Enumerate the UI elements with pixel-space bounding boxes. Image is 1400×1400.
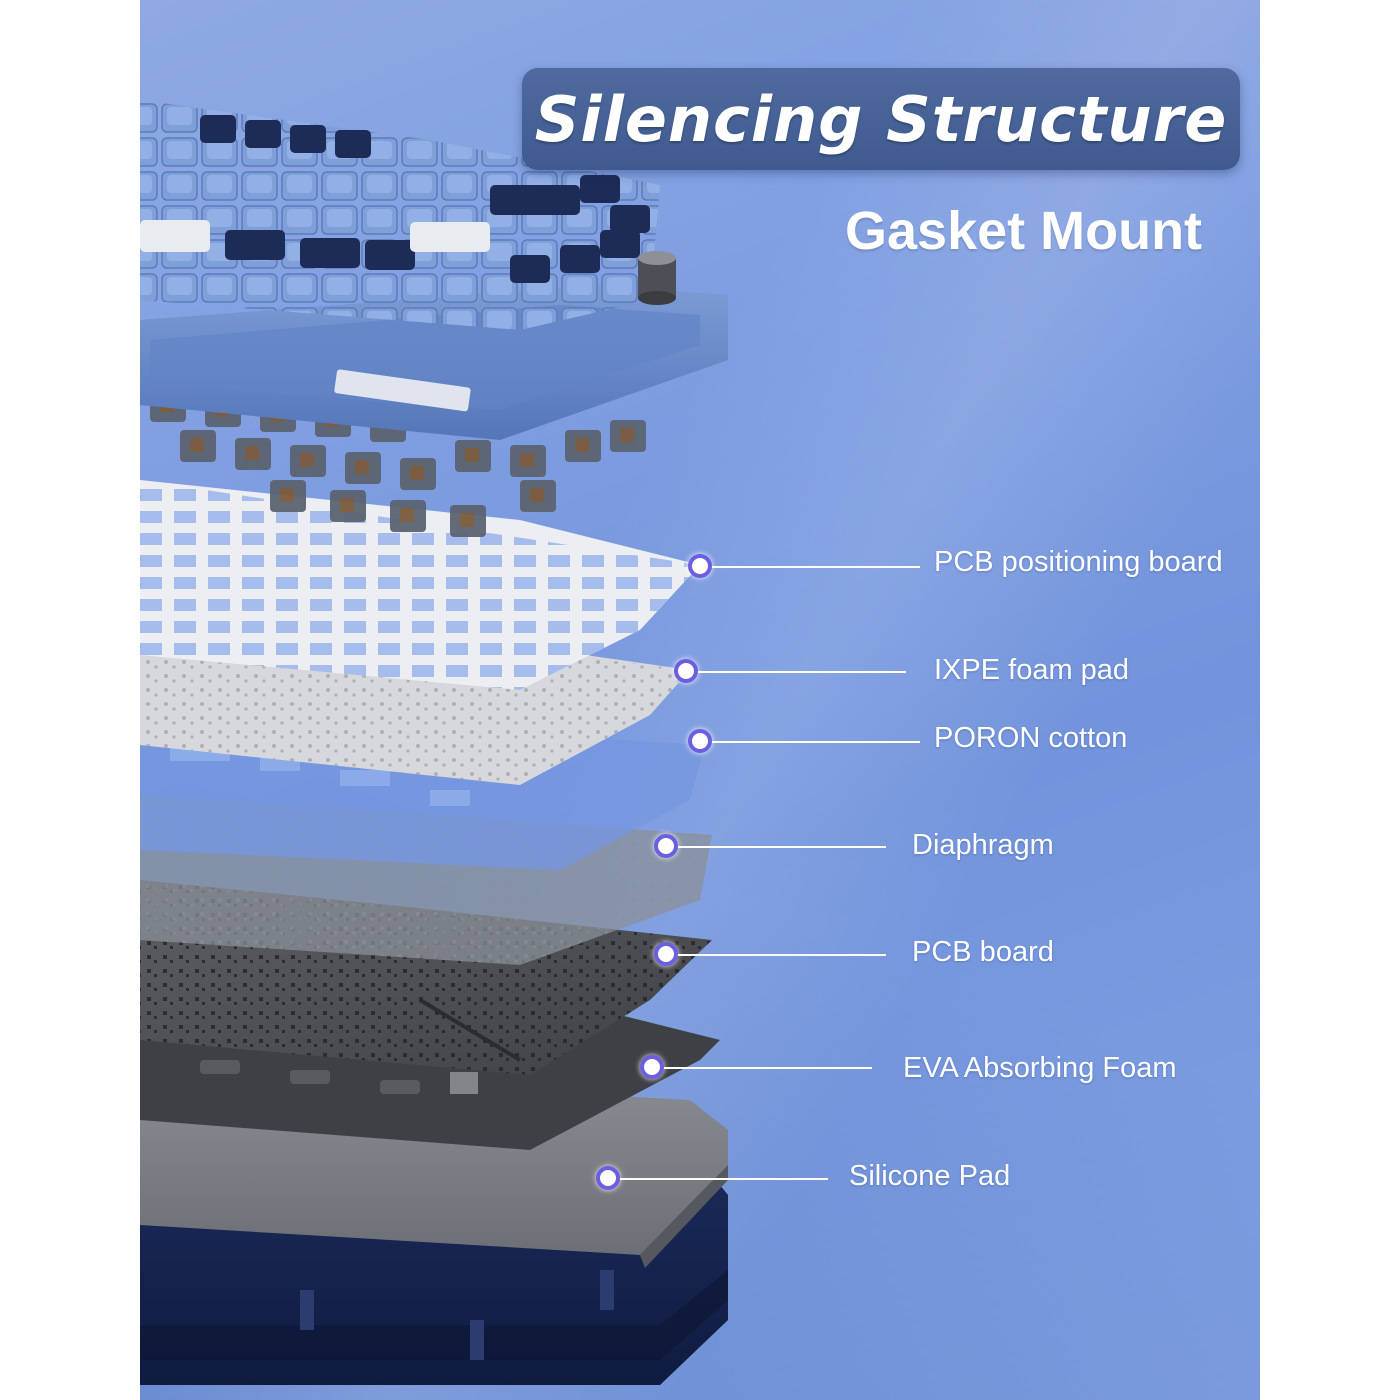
callout-line [686,671,906,673]
title-banner: Silencing Structure [522,68,1240,170]
subtitle: Gasket Mount [845,201,1203,261]
callout-dot [688,554,712,578]
layer-label: Silicone Pad [849,1160,1011,1192]
layer-label: PCB board [912,936,1054,968]
title: Silencing Structure [534,82,1228,156]
callout-dot [674,659,698,683]
volume-knob [638,251,676,305]
callout-line [700,566,920,568]
callout-dot [654,942,678,966]
callout-line [608,1178,828,1180]
callout-line [666,954,886,956]
callout-line [652,1067,872,1069]
layer-label: IXPE foam pad [934,654,1130,686]
callout-dot [596,1166,620,1190]
callout-dot [654,834,678,858]
layer-label: Diaphragm [912,829,1054,861]
callout-line [700,741,920,743]
exploded-keyboard-illustration [140,100,728,1385]
layer-label: PORON cotton [934,722,1128,754]
layer-label: EVA Absorbing Foam [903,1052,1177,1084]
callout-dot [640,1055,664,1079]
callout-dot [688,729,712,753]
layer-label: PCB positioning board [934,546,1223,578]
callout-line [666,846,886,848]
product-panel [140,0,1260,1400]
